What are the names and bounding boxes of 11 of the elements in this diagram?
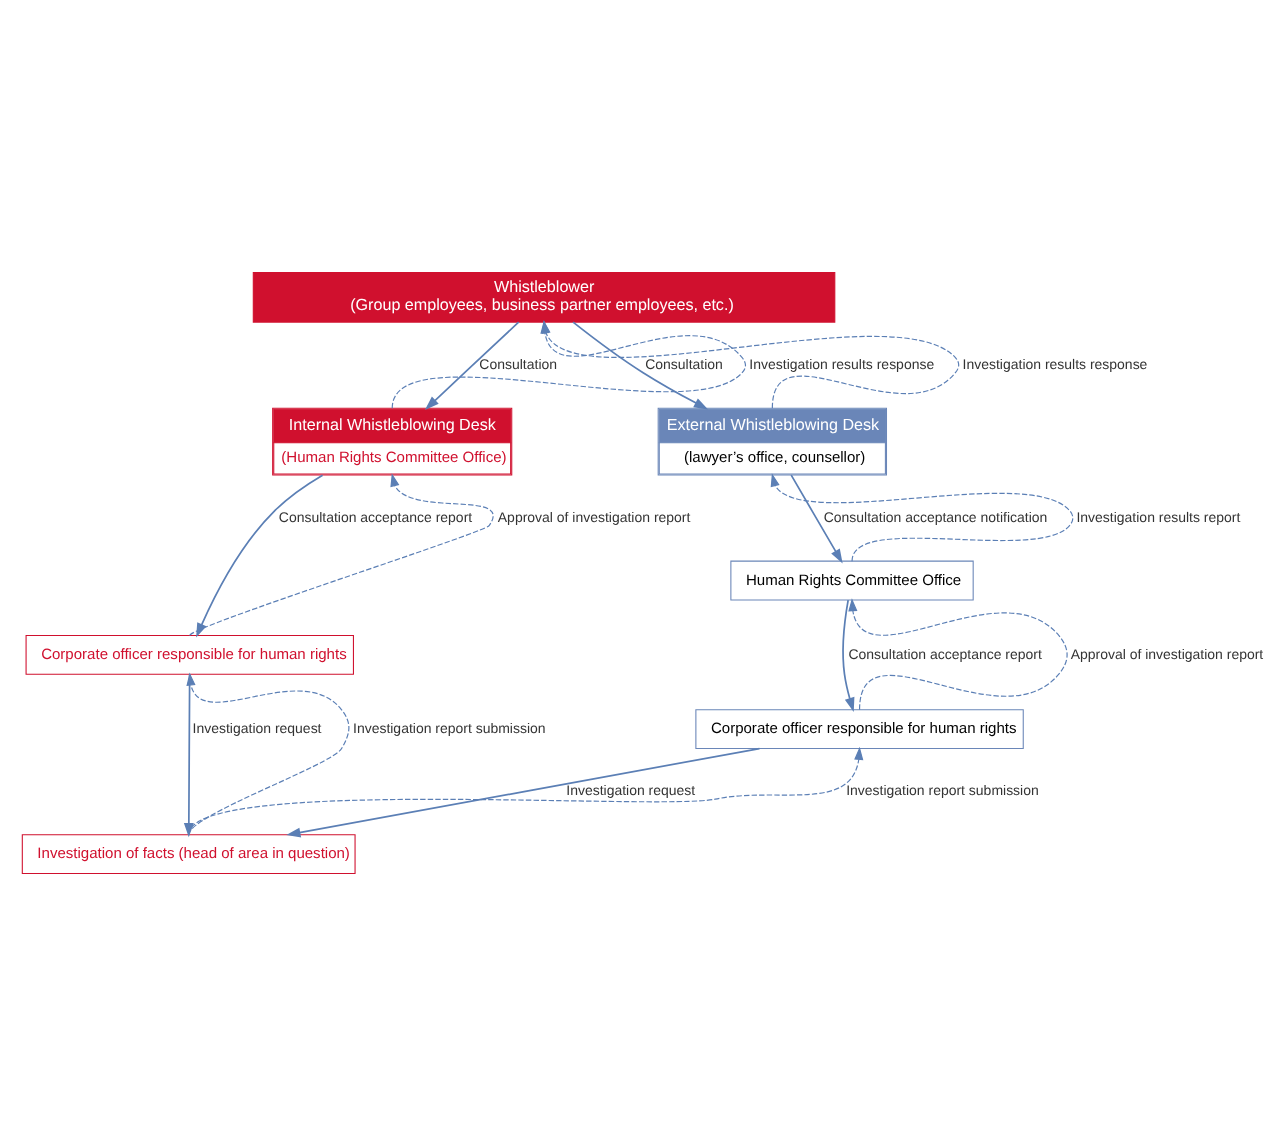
arrow <box>789 474 842 564</box>
arrow <box>423 321 519 410</box>
arrow <box>185 672 349 836</box>
arrow <box>195 474 323 638</box>
arrow <box>847 598 1067 711</box>
arrow <box>841 599 854 712</box>
arrow <box>571 321 708 410</box>
arrow <box>187 746 863 836</box>
arrow <box>188 473 493 637</box>
arrow <box>769 473 1073 562</box>
arrow <box>285 747 760 838</box>
